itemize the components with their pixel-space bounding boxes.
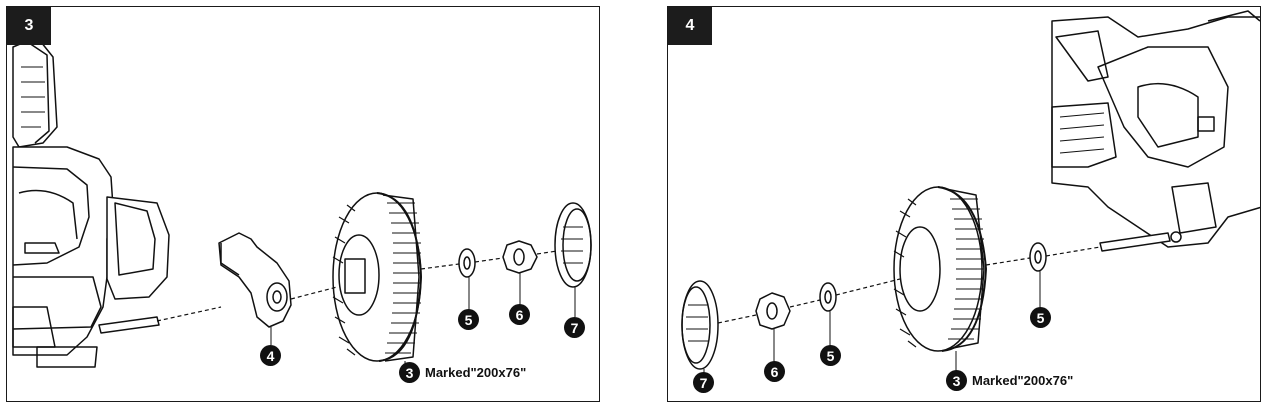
rear-wheel-partial <box>12 36 58 148</box>
callout-4-hub: 4 <box>260 345 281 366</box>
callout-leaders <box>703 271 1041 375</box>
step-3-panel: 3 <box>6 6 600 402</box>
hub-bracket-part <box>218 232 292 328</box>
callout-6-nut: 6 <box>509 304 530 325</box>
cap-part <box>554 202 592 288</box>
wheel-part <box>893 186 987 352</box>
step-3-exploded-view <box>12 36 592 368</box>
callout-7-cap: 7 <box>564 317 585 338</box>
washer-right-part <box>1029 242 1047 272</box>
assembly-axis-line <box>156 250 558 322</box>
cap-part <box>681 280 719 370</box>
washer-part <box>458 248 476 278</box>
step-number-badge: 3 <box>7 7 51 45</box>
axle-rod <box>98 316 160 334</box>
wheel-size-note: Marked"200x76" <box>425 365 527 380</box>
nut-part <box>502 240 538 274</box>
wheel-size-note: Marked"200x76" <box>972 373 1074 388</box>
nut-part <box>755 292 791 330</box>
callout-6-nut: 6 <box>764 361 785 382</box>
vehicle-body <box>12 146 170 368</box>
vehicle-body <box>1051 10 1260 248</box>
callout-7-cap: 7 <box>693 372 714 393</box>
axle-end <box>1170 231 1182 243</box>
assembly-axis-line <box>717 246 1101 324</box>
step-number-badge: 4 <box>668 7 712 45</box>
wheel-part <box>332 192 422 362</box>
callout-5-washer-left: 5 <box>820 345 841 366</box>
callout-leaders <box>270 273 576 367</box>
step-4-exploded-view <box>681 10 1260 375</box>
step-4-panel: 4 <box>667 6 1261 402</box>
callout-3-wheel: 3 <box>399 362 420 383</box>
washer-left-part <box>819 282 837 312</box>
callout-5-washer-right: 5 <box>1030 307 1051 328</box>
callout-3-wheel: 3 <box>946 370 967 391</box>
callout-5-washer: 5 <box>458 309 479 330</box>
axle-rod <box>1099 232 1171 252</box>
